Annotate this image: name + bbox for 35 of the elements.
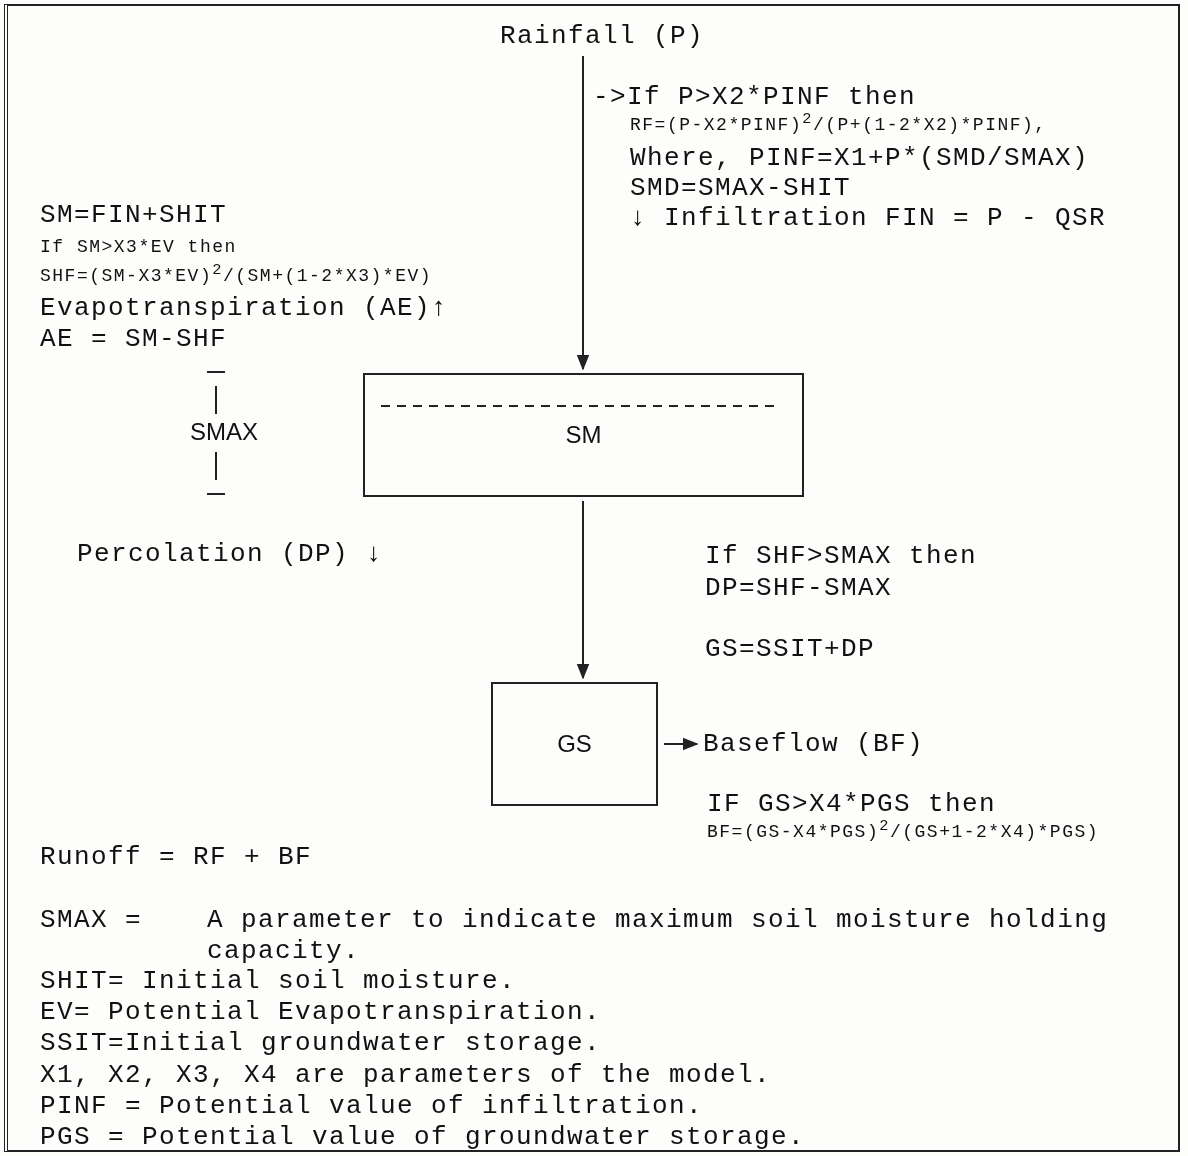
formula-text: If SM>X3*EV then [40,237,237,259]
arrow [663,737,699,751]
formula-text: DP=SHF-SMAX [705,573,893,604]
formula-text: X1, X2, X3, X4 are parameters of the model. [40,1060,772,1091]
formula-text: EV= Potential Evapotranspiration. [40,997,602,1028]
formula-text: SHF=(SM-X3*EV)$^{2}$/(SM+(1-2*X3)*EV) [40,266,433,288]
formula-text: GS=SSIT+DP [705,634,876,665]
formula-text: RF=(P-X2*PINF)$^{2}$/(P+(1-2*X2)*PINF), [630,115,1047,137]
formula-text: Percolation (DP) ↓ [77,539,384,570]
formula-text: ->If P>X2*PINF then [593,82,917,113]
formula-text: PGS = Potential value of groundwater storage. [40,1122,806,1153]
formula-text: BF=(GS-X4*PGS)$^{2}$/(GS+1-2*X4)*PGS) [707,822,1100,844]
box-label: GS [557,730,592,758]
formula-text: A parameter to indicate maximum soil moisture holding capacity. [207,905,1110,967]
formula-text: ↓ Infiltration FIN = P - QSR [630,203,1107,234]
formula-text: If SHF>SMAX then [705,541,978,572]
formula-text: Where, PINF=X1+P*(SMD/SMAX) [630,143,1090,174]
formula-text: IF GS>X4*PGS then [707,789,997,820]
formula-text: SHIT= Initial soil moisture. [40,966,517,997]
box-label: SM [565,421,602,449]
storage-box [363,373,804,497]
formula-text: SMAX = [40,905,142,936]
formula-text: Runoff = RF + BF [40,842,313,873]
formula-text: SMD=SMAX-SHIT [630,173,852,204]
arrow [576,500,590,680]
formula-text: SM=FIN+SHIT [40,200,228,231]
storage-box [491,682,658,806]
arrow [576,55,590,371]
formula-text: PINF = Potential value of infiltration. [40,1091,704,1122]
formula-text: AE = SM-SHF [40,324,228,355]
formula-text: Evapotranspiration (AE)↑ [40,293,449,324]
input-label: Rainfall (P) [500,20,705,52]
output-label: Baseflow (BF) [703,728,925,760]
formula-text: SSIT=Initial groundwater storage. [40,1028,602,1059]
dimension-label: SMAX [190,418,258,447]
